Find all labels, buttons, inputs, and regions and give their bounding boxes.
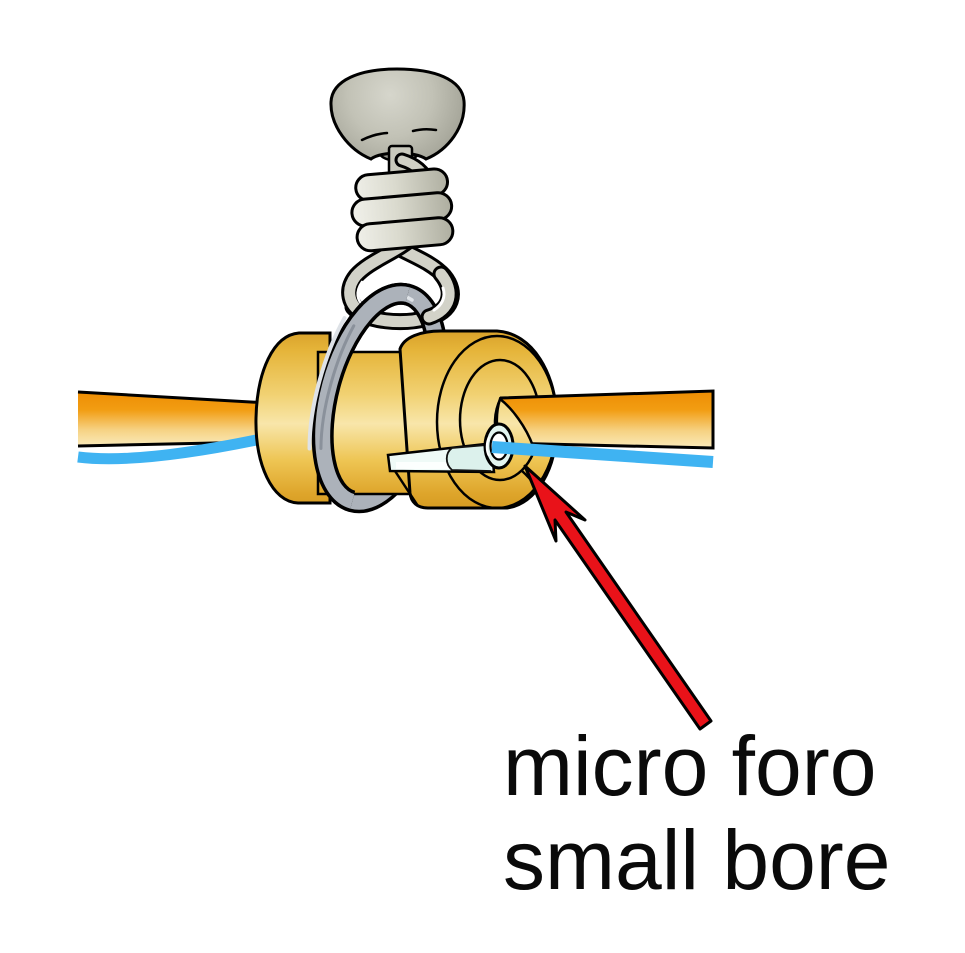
knot-coil-3 — [355, 216, 455, 253]
caption-line-1: micro foro — [503, 719, 876, 813]
thin-line-right — [491, 441, 714, 468]
bead-crease-left — [360, 131, 389, 142]
thin-line-left — [77, 432, 268, 465]
barrel-left-cap — [254, 331, 332, 505]
bead-crease-right — [411, 127, 438, 133]
bore-tube-inside — [445, 444, 492, 472]
caption-line-2: small bore — [503, 813, 890, 907]
left-lines-group — [77, 390, 287, 465]
loop-over-metal — [423, 268, 455, 323]
ring-front-highlight — [307, 316, 347, 451]
line-knot-group — [350, 152, 455, 253]
ring-front-shade — [319, 324, 356, 450]
cutaway-facet-left — [393, 470, 420, 507]
cutaway-group — [386, 442, 496, 507]
loop-over-highlight — [432, 286, 446, 312]
main-line-left-top-edge — [77, 390, 287, 406]
micro-bore-highlight — [485, 436, 490, 457]
cutaway-glare — [396, 462, 482, 469]
metal-ring-front — [307, 282, 411, 512]
sinker-bead — [329, 67, 466, 161]
pointer-arrow — [523, 464, 713, 731]
loop-over-ring-segment — [420, 265, 458, 326]
main-line-left — [78, 392, 286, 446]
